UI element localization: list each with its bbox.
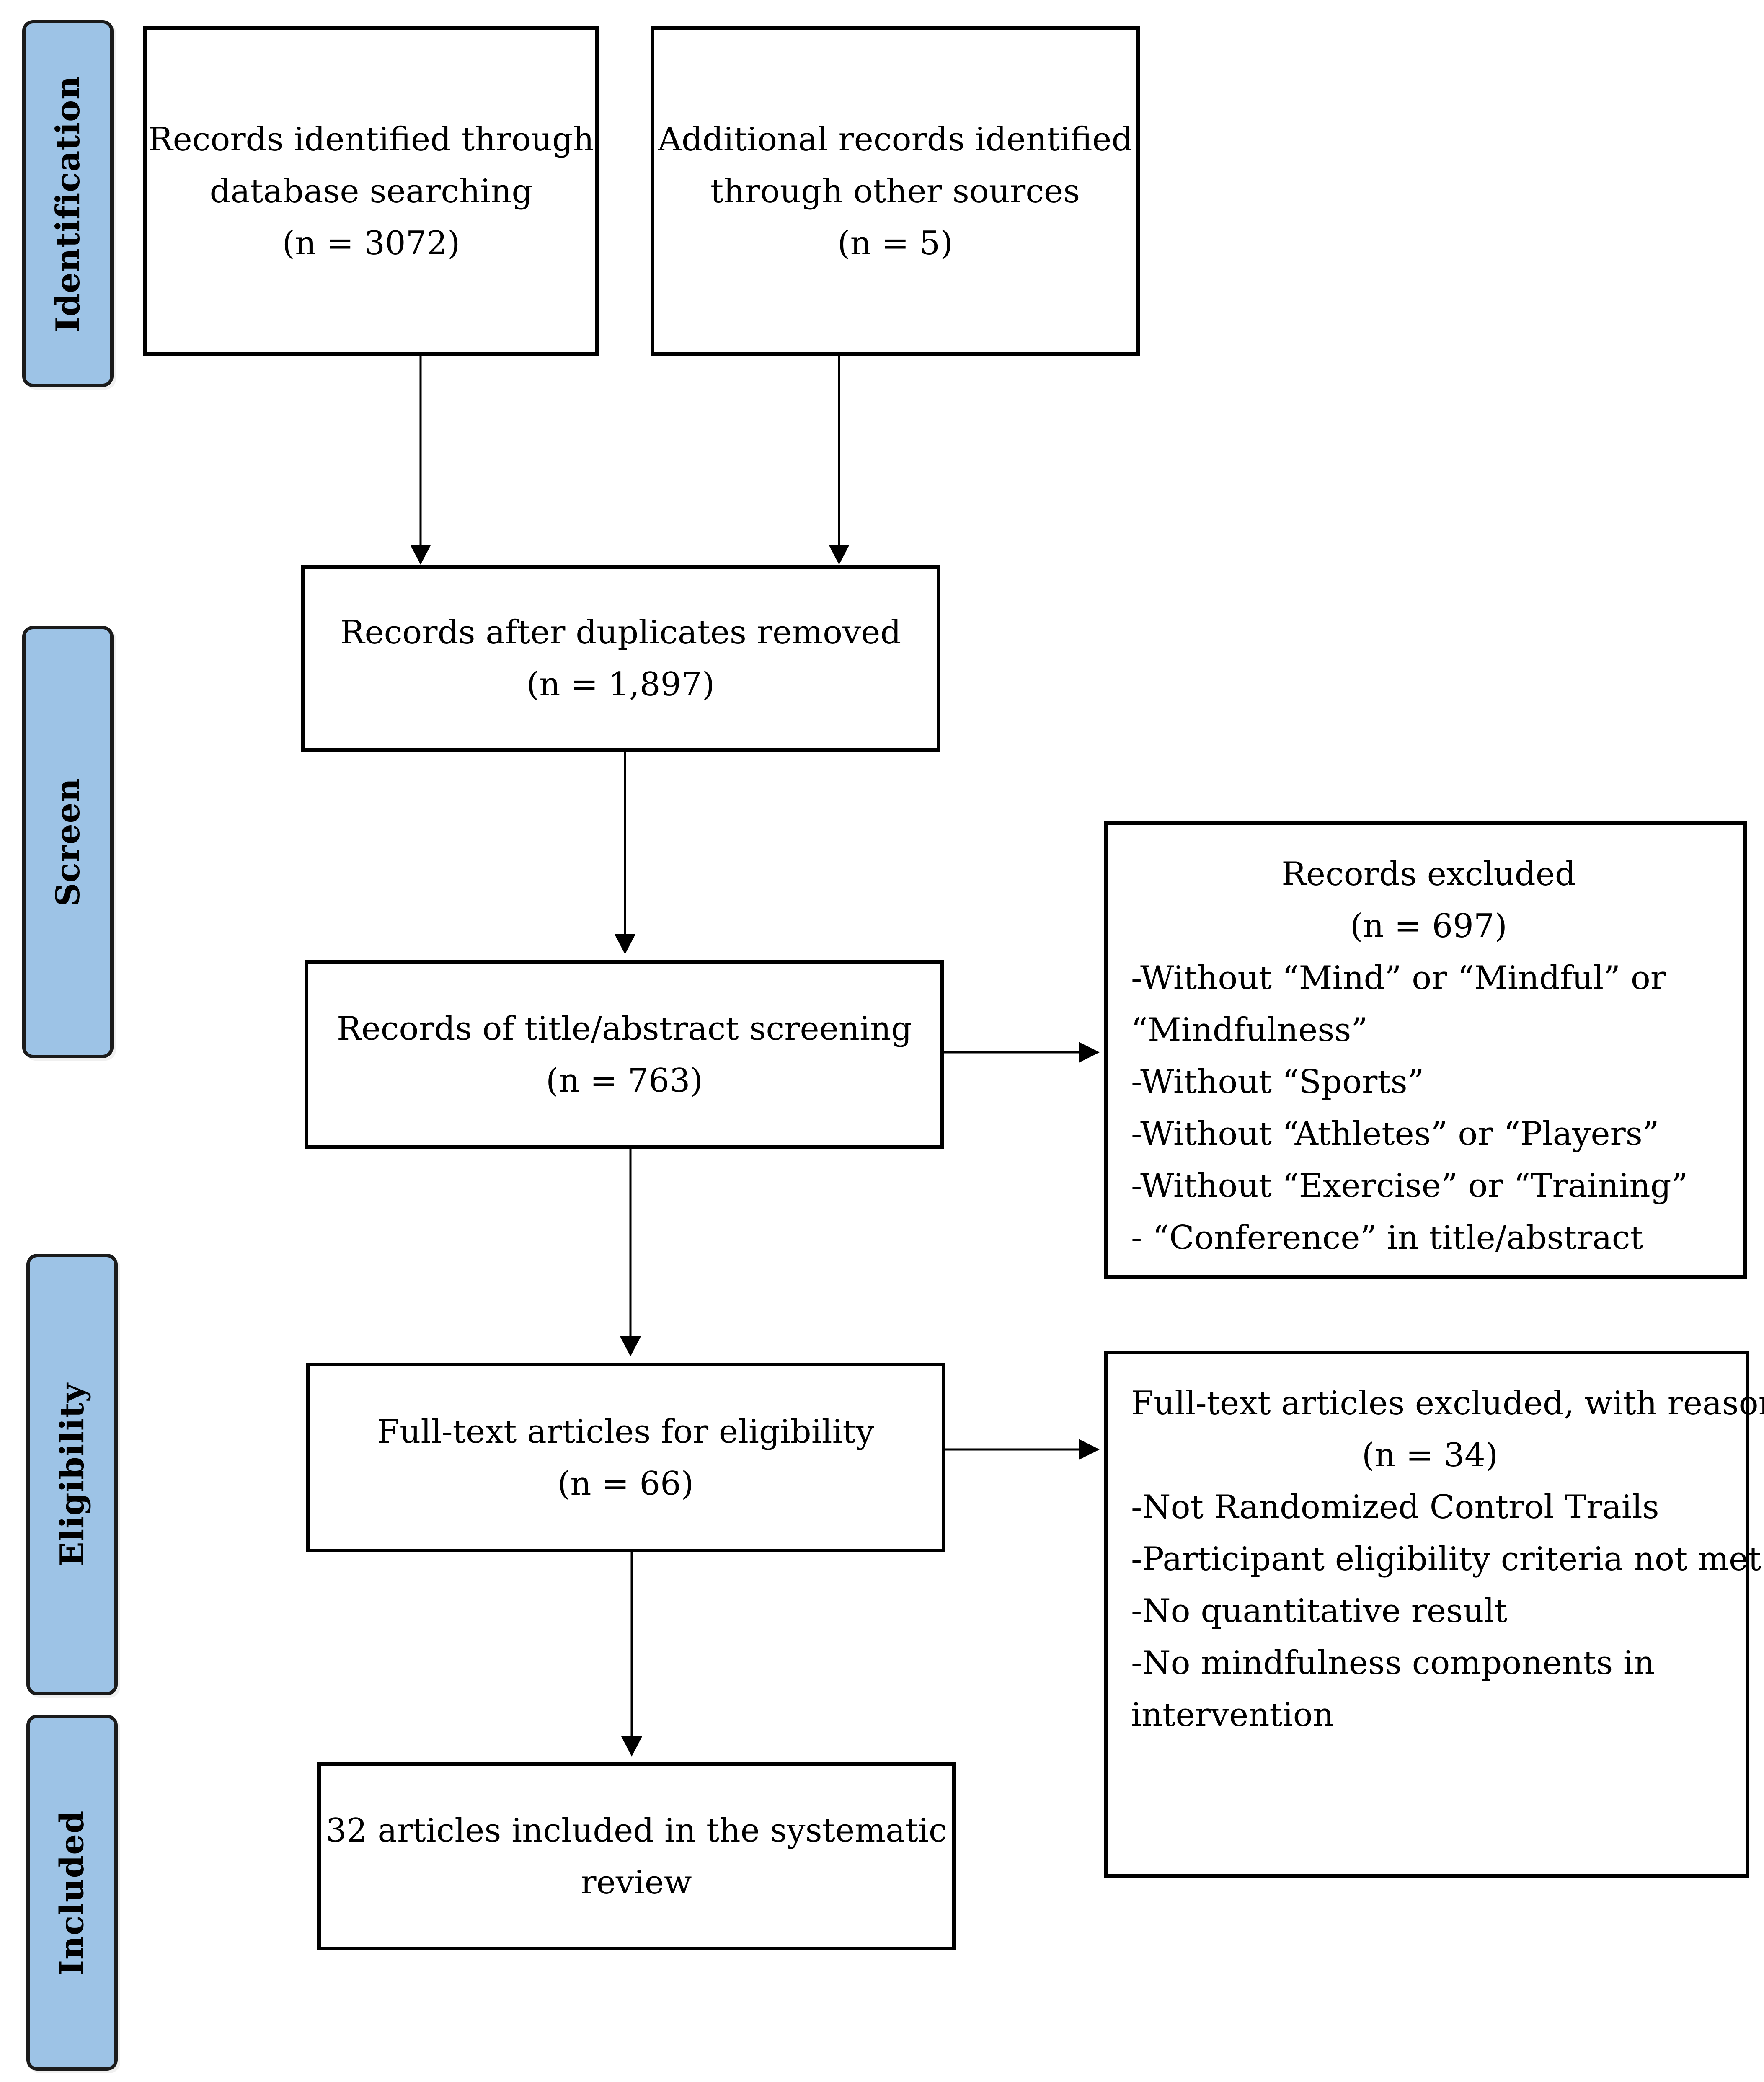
stage-included: Included: [26, 1715, 118, 2071]
records-excluded-reason: “Mindfulness”: [1131, 1011, 1368, 1049]
database-line2: database searching: [209, 172, 533, 210]
full-text-excluded-reason: intervention: [1131, 1696, 1334, 1734]
full-text-line1: Full-text articles for eligibility: [377, 1413, 874, 1451]
stage-screen: Screen: [22, 626, 114, 1058]
box-full-text-eligibility: Full-text articles for eligibility (n = …: [306, 1363, 945, 1552]
box-database-searching: Records identified through database sear…: [143, 26, 599, 356]
records-excluded-count: (n = 697): [1350, 907, 1507, 945]
stage-label-eligibility: Eligibility: [53, 1382, 91, 1567]
database-line1: Records identified through: [148, 120, 594, 158]
box-full-text-excluded: Full-text articles excluded, with reason…: [1104, 1351, 1764, 1878]
box-included-articles: 32 articles included in the systematic r…: [317, 1762, 956, 1950]
full-text-excluded-reason: -No mindfulness components in: [1131, 1644, 1655, 1682]
arrowhead-fulltext-excluded: [1079, 1439, 1100, 1460]
stage-label-screen: Screen: [49, 778, 87, 907]
records-excluded-reason: -Without “Mind” or “Mindful” or: [1131, 959, 1666, 997]
records-excluded-reason: -Without “Athletes” or “Players”: [1131, 1115, 1659, 1153]
duplicates-line1: Records after duplicates removed: [340, 614, 901, 651]
records-excluded-reason: -Without “Exercise” or “Training”: [1131, 1167, 1688, 1205]
records-excluded-reason: - “Conference” in title/abstract: [1131, 1219, 1643, 1257]
stage-eligibility: Eligibility: [26, 1254, 118, 1695]
arrowhead-records-excluded: [1079, 1042, 1100, 1063]
box-records-excluded: Records excluded (n = 697) -Without “Min…: [1104, 821, 1747, 1279]
other-sources-line2: through other sources: [710, 172, 1080, 210]
box-duplicates-removed: Records after duplicates removed (n = 1,…: [301, 565, 940, 752]
full-text-excluded-reason: -No quantitative result: [1131, 1592, 1508, 1630]
full-text-excluded-title: Full-text articles excluded, with reason…: [1131, 1385, 1764, 1422]
arrowhead-fulltext: [620, 1336, 641, 1356]
screening-count: (n = 763): [546, 1062, 703, 1100]
arrowhead-other: [829, 545, 850, 565]
full-text-excluded-reason: -Participant eligibility criteria not me…: [1131, 1540, 1761, 1578]
arrowhead-included: [621, 1736, 642, 1757]
included-line1: 32 articles included in the systematic: [325, 1811, 947, 1850]
full-text-excluded-reason: -Not Randomized Control Trails: [1131, 1488, 1659, 1526]
arrowhead-database: [410, 545, 431, 565]
database-count: (n = 3072): [282, 224, 460, 262]
stage-label-identification: Identification: [49, 75, 87, 332]
other-sources-line1: Additional records identified: [658, 120, 1133, 158]
records-excluded-title: Records excluded: [1281, 855, 1576, 893]
screening-line1: Records of title/abstract screening: [336, 1010, 912, 1048]
included-line2: review: [581, 1863, 692, 1901]
duplicates-count: (n = 1,897): [526, 666, 715, 703]
stage-identification: Identification: [22, 20, 114, 387]
arrowhead-screening: [615, 934, 635, 954]
records-excluded-reason: -Without “Sports”: [1131, 1063, 1424, 1101]
box-other-sources: Additional records identified through ot…: [651, 26, 1140, 356]
box-title-abstract-screening: Records of title/abstract screening (n =…: [305, 960, 944, 1149]
full-text-count: (n = 66): [557, 1465, 694, 1503]
stage-label-included: Included: [53, 1810, 91, 1975]
other-sources-count: (n = 5): [837, 224, 953, 262]
full-text-excluded-count: (n = 34): [1361, 1436, 1498, 1474]
